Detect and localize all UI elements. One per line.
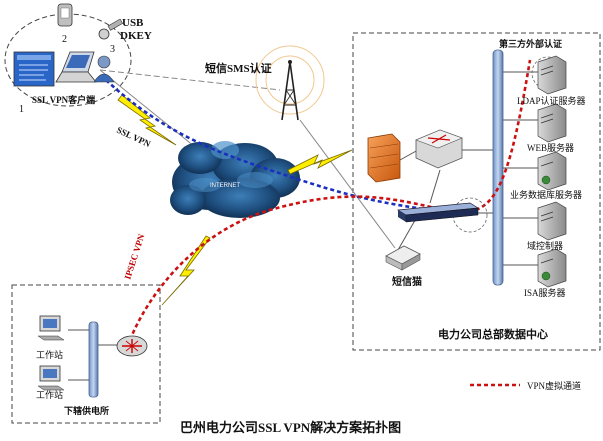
ipsec-vpn-tunnel [128,59,532,341]
router-icon [116,335,148,357]
pda-icon [57,3,73,27]
datacenter-label: 电力公司总部数据中心 [438,327,548,341]
firewall-icon [367,133,401,183]
client-devices [13,3,124,87]
domain-controller-icon [537,201,567,241]
workstation-2-label: 工作站 [36,389,63,400]
substation-boundary [11,284,161,424]
switch-icon [415,129,463,169]
client-num-2: 2 [62,34,67,45]
server-label-isa: ISA服务器 [524,287,566,298]
substation-label: 下辖供电所 [64,405,109,416]
sms-modem-label: 短信猫 [392,275,422,288]
datacenter-backbone [492,49,504,286]
client-label: SSL VPN客户端 [32,94,95,105]
server-label-dc: 域控制器 [527,240,563,251]
substation-backbone [88,321,99,398]
sms-modem-link [299,119,396,249]
vpn-gateway-highlight [452,197,488,233]
client-link [99,69,206,156]
workstation-1-label: 工作站 [36,349,63,360]
cloud-label: INTERNET [210,183,240,189]
workstation-2-icon [37,365,65,391]
web-server-icon [537,103,567,143]
lightning-substation-icon [161,235,211,306]
ssl-vpn-tunnel [105,79,431,212]
third-party-label: 第三方外部认证 [499,38,562,49]
dkey-label: DKEY [120,30,152,42]
internet-cloud [170,141,300,218]
lightning-client-icon [117,94,177,146]
sms-label: 短信SMS认证 [205,61,272,75]
ldap-server-icon [537,55,567,95]
diagram-title: 巴州电力公司SSL VPN解决方案拓扑图 [180,420,401,435]
sms-tower-icon [255,45,325,121]
client-num-3: 3 [110,44,115,55]
workstation-1-icon [37,315,65,341]
switch-vpn-link [429,169,441,204]
laptop-icon [55,51,97,83]
server-label-web: WEB服务器 [527,142,574,153]
desktop-screen-icon [13,51,55,87]
firewall-switch-link [399,149,419,161]
usb-label: USB [122,17,144,29]
server-icons [537,55,567,288]
database-server-icon [537,151,567,191]
user-icon [93,55,115,83]
substation-devices [37,315,148,391]
server-links [500,71,538,266]
isa-server-icon [537,248,567,288]
vpn-gateway-icon [396,202,480,223]
server-label-ldap: LDAP认证服务器 [517,95,586,106]
ipsec-vpn-label: IPSEC VPN [122,232,146,280]
server-label-db: 业务数据库服务器 [510,189,582,200]
lightning-firewall-icon [287,149,353,175]
lightning-bolts [117,94,353,306]
legend-label: VPN虚拟通道 [527,380,581,391]
sms-link [99,69,281,91]
client-num-1: 1 [19,104,24,115]
usb-key-icon [98,18,124,40]
sms-modem-icon [385,245,421,271]
